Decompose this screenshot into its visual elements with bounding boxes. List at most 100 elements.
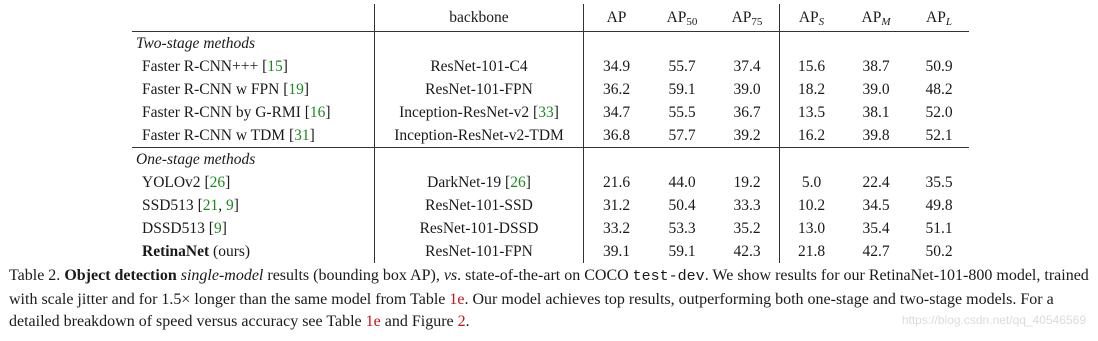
apm-cell: 38.1 <box>862 104 890 121</box>
method-suffix: (ours) <box>209 243 251 260</box>
aps-cell: 13.0 <box>779 217 843 240</box>
ap-cell: 39.1 <box>583 240 649 263</box>
backbone-cell: Inception-ResNet-v2-TDM <box>374 124 584 148</box>
ap-cell: 36.8 <box>583 124 649 148</box>
apm-cell: 39.0 <box>862 81 890 98</box>
method-name: DSSD513 <box>142 220 209 237</box>
backbone-name: Inception-ResNet-v2 <box>399 104 534 121</box>
method-cell: Faster R-CNN w FPN [19] <box>142 81 310 98</box>
aps-cell: 16.2 <box>779 124 843 148</box>
citation-link[interactable]: 26 <box>510 174 526 191</box>
caption-text: and Figure <box>380 313 458 330</box>
backbone-cell: ResNet-101-FPN <box>374 240 584 263</box>
caption-figure-link[interactable]: 2 <box>457 313 466 330</box>
method-name: Faster R-CNN w FPN <box>142 81 284 98</box>
header-ap50: AP50 <box>649 4 715 32</box>
citation-link[interactable]: 9 <box>225 197 234 214</box>
backbone-cell: ResNet-101-SSD <box>374 194 584 217</box>
apl-cell: 35.5 <box>925 174 953 191</box>
backbone-name: Inception-ResNet-v2-TDM <box>394 127 564 144</box>
caption-label: Table 2. <box>9 267 65 284</box>
table-header-row: backbone AP AP50 AP75 APS APM APL <box>132 4 969 32</box>
backbone-cell: Inception-ResNet-v2 [33] <box>374 101 584 124</box>
header-apl: APL <box>909 4 969 32</box>
caption-table-link[interactable]: 1e <box>449 290 465 308</box>
citation-link[interactable]: 31 <box>294 127 310 144</box>
table-row: Faster R-CNN w FPN [19] ResNet-101-FPN 36.… <box>132 78 969 101</box>
apm-cell: 22.4 <box>862 174 890 191</box>
apm-cell: 42.7 <box>862 243 890 260</box>
apm-cell: 34.5 <box>862 197 890 214</box>
method-cell: DSSD513 [9] <box>142 220 227 237</box>
backbone-name: ResNet-101-FPN <box>425 243 533 260</box>
caption-table-link[interactable]: 1e <box>365 313 381 330</box>
method-name: Faster R-CNN by G-RMI <box>142 104 305 121</box>
apm-cell: 39.8 <box>843 124 909 148</box>
method-name: SSD513 <box>142 197 198 214</box>
method-cell: Faster R-CNN by G-RMI [16] <box>142 104 331 121</box>
citation-link[interactable]: 16 <box>309 104 326 121</box>
aps-cell: 15.6 <box>779 55 843 78</box>
backbone-cell: ResNet-101-DSSD <box>374 217 584 240</box>
ap50-cell: 57.7 <box>649 124 715 148</box>
section-label-one-stage: One-stage methods <box>132 147 375 171</box>
backbone-cell: DarkNet-19 [26] <box>374 171 584 194</box>
apl-cell: 50.9 <box>925 58 953 75</box>
ap-cell: 36.2 <box>583 78 649 101</box>
aps-cell: 21.8 <box>779 240 843 263</box>
ap50-cell: 59.1 <box>668 243 696 260</box>
ap50-cell: 55.7 <box>668 58 696 75</box>
ap50-cell: 53.3 <box>668 220 696 237</box>
table-row: DSSD513 [9] ResNet-101-DSSD 33.2 53.3 35.2 13… <box>132 217 969 240</box>
watermark: https://blog.csdn.net/qq_40546569 <box>901 313 1086 327</box>
caption-code: test-dev <box>632 268 705 285</box>
method-cell: SSD513 [21, 9] <box>142 197 239 214</box>
ap-cell: 21.6 <box>583 171 649 194</box>
ap75-cell: 35.2 <box>733 220 761 237</box>
aps-cell: 18.2 <box>779 78 843 101</box>
header-method <box>132 4 375 32</box>
header-aps: APS <box>779 4 843 32</box>
ap-cell: 33.2 <box>583 217 649 240</box>
ap50-cell: 59.1 <box>668 81 696 98</box>
ap50-cell: 44.0 <box>668 174 696 191</box>
table-caption: Table 2. Object detection single-model r… <box>9 265 1091 334</box>
method-cell: Faster R-CNN+++ [15] <box>142 58 288 75</box>
header-backbone: backbone <box>374 4 584 32</box>
backbone-name: ResNet-101-C4 <box>430 58 528 75</box>
citation-link[interactable]: 33 <box>538 104 554 121</box>
method-cell: Faster R-CNN w TDM [31] <box>132 124 375 148</box>
caption-text: . state-of-the-art on COCO <box>457 267 633 284</box>
citation-link[interactable]: 26 <box>209 174 226 191</box>
backbone-name: ResNet-101-FPN <box>425 81 533 98</box>
apl-cell: 50.2 <box>925 243 953 260</box>
backbone-name: ResNet-101-DSSD <box>419 220 539 237</box>
caption-italic: single-model <box>180 267 264 284</box>
caption-text: results (bounding box AP), <box>263 267 444 284</box>
ap50-cell: 50.4 <box>668 197 696 214</box>
citation-link[interactable]: 9 <box>213 220 222 237</box>
backbone-cell: ResNet-101-FPN <box>374 78 584 101</box>
citation-link[interactable]: 21 <box>202 197 219 214</box>
method-name: Faster R-CNN+++ <box>142 58 263 75</box>
caption-text: . We show results for our RetinaNet-101-… <box>9 267 1089 308</box>
ap75-cell: 19.2 <box>733 174 761 191</box>
citation-link[interactable]: 15 <box>267 58 283 75</box>
apl-cell: 52.0 <box>925 104 953 121</box>
ap75-cell: 33.3 <box>733 197 761 214</box>
method-cell: RetinaNet (ours) <box>132 240 375 263</box>
ap75-cell: 42.3 <box>733 243 761 260</box>
aps-cell: 10.2 <box>779 194 843 217</box>
section-label-two-stage: Two-stage methods <box>136 35 255 52</box>
apl-cell: 51.1 <box>925 220 953 237</box>
apm-cell: 35.4 <box>862 220 890 237</box>
backbone-cell: ResNet-101-C4 <box>374 55 584 78</box>
citation-link[interactable]: 19 <box>288 81 304 98</box>
results-table: backbone AP AP50 AP75 APS APM APL Two-st… <box>132 4 969 263</box>
section-two-stage: Two-stage methods <box>132 31 969 55</box>
header-ap75: AP75 <box>715 4 780 32</box>
method-name: RetinaNet <box>142 243 210 260</box>
ap75-cell: 37.4 <box>733 58 761 75</box>
